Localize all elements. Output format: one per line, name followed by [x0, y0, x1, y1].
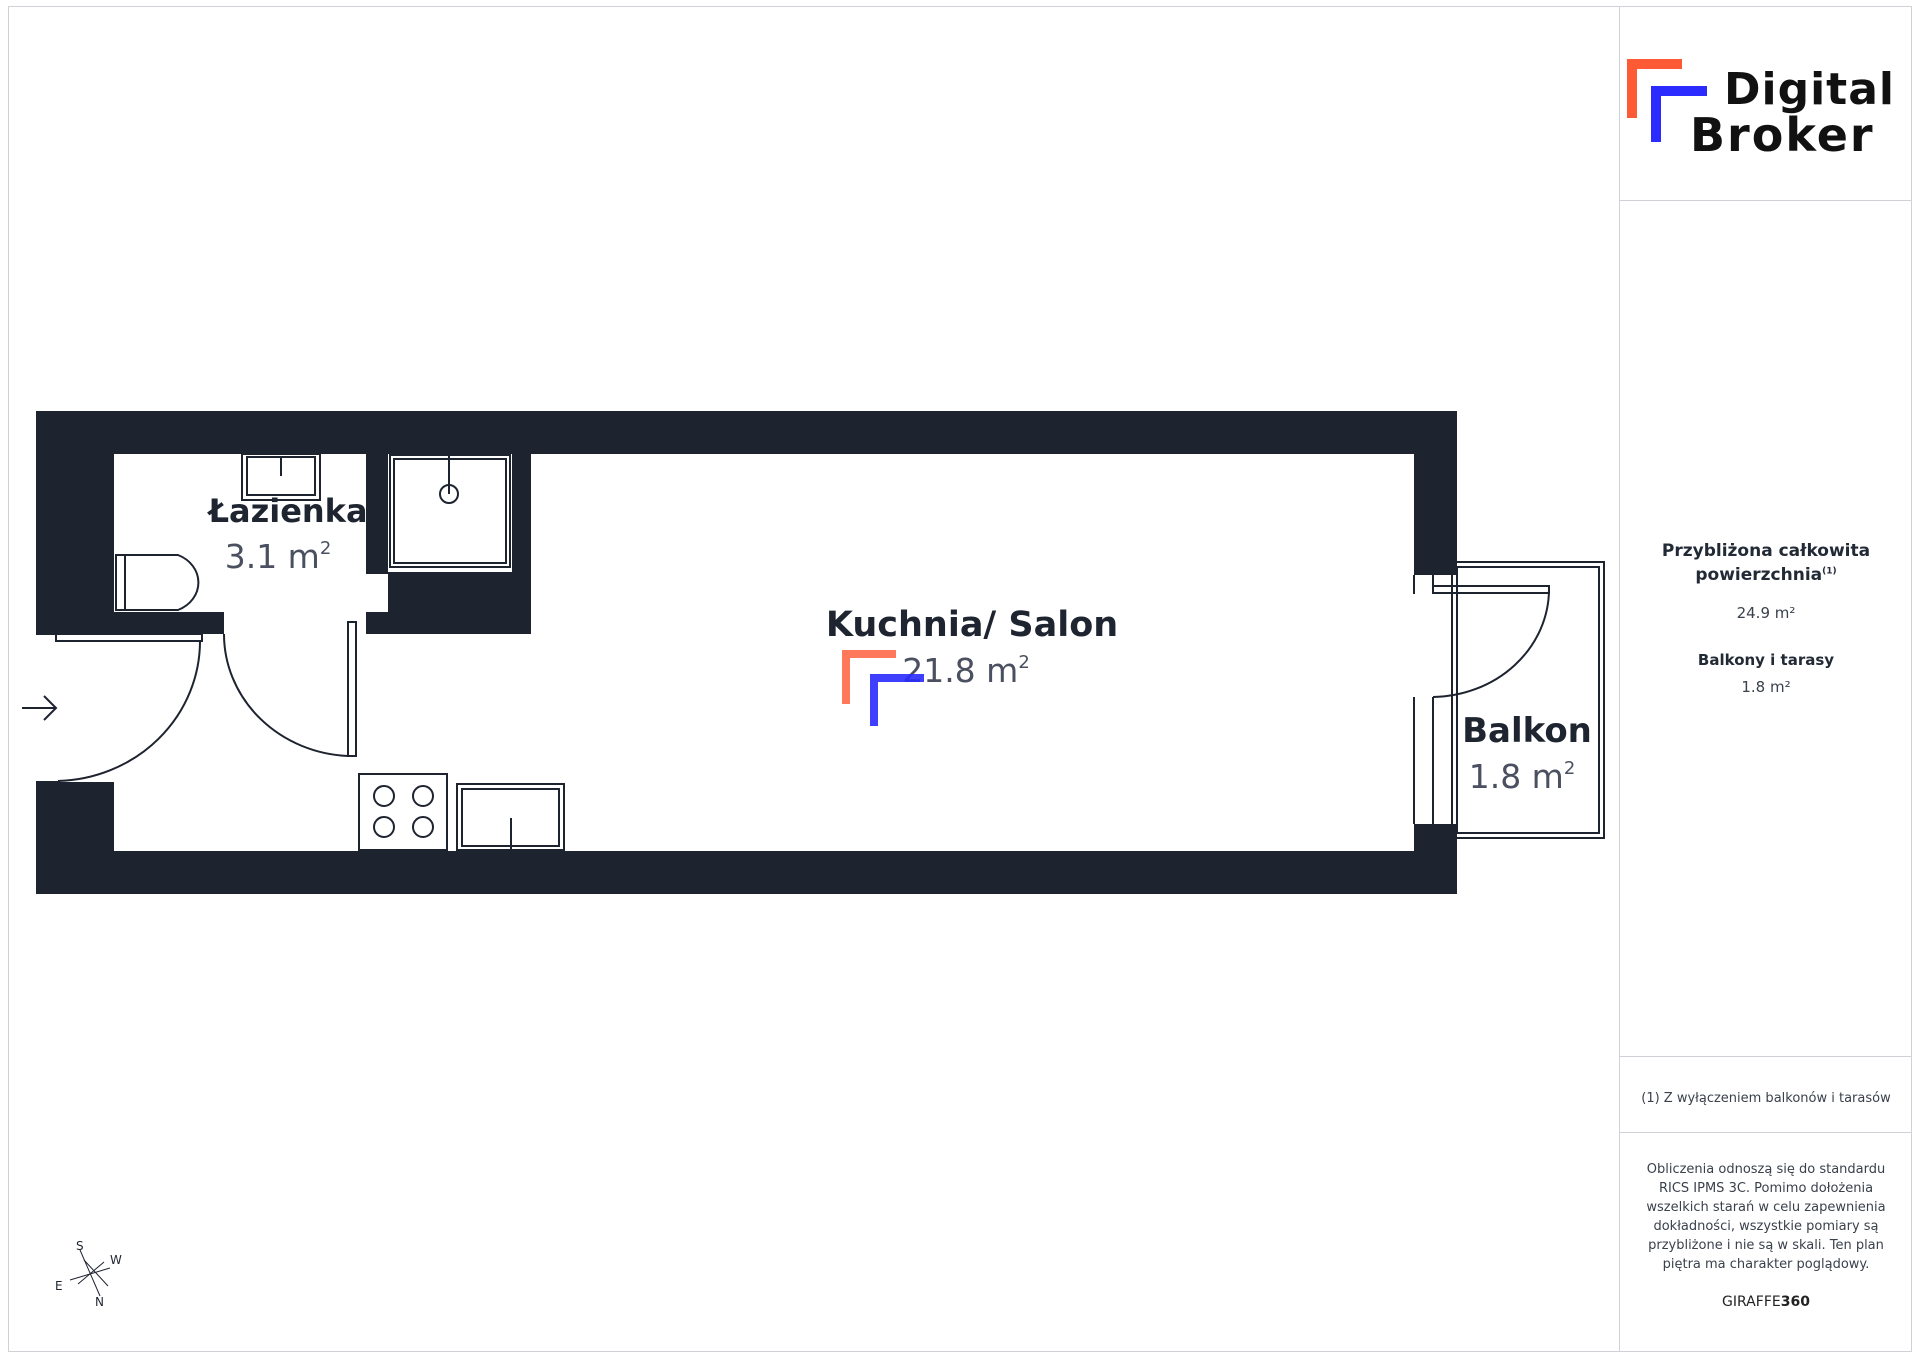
- cooktop: [358, 773, 448, 851]
- burner-icon: [373, 785, 395, 807]
- disclaimer-line: przybliżone i nie są w skali. Ten plan: [1648, 1238, 1884, 1253]
- compass-e: E: [55, 1279, 63, 1293]
- room-balcony-name: Balkon: [1462, 711, 1592, 751]
- entry-door-swing: [57, 640, 201, 782]
- room-bathroom-name: Łazienka: [206, 492, 367, 530]
- compass-w: W: [110, 1253, 122, 1267]
- compass-icon: S W E N: [55, 1239, 122, 1309]
- logo-word-digital: Digital: [1724, 64, 1895, 115]
- kitchen-fixtures: [358, 773, 565, 851]
- brand-footer: GIRAFFE360: [1620, 1294, 1912, 1310]
- wall-left-lower: [36, 782, 114, 894]
- balcony-door-leaf: [1432, 585, 1550, 594]
- logo-mark-icon: [1627, 59, 1707, 142]
- burner-icon: [373, 816, 395, 838]
- door-swing: [222, 633, 349, 757]
- footnote-text: (1) Z wyłączeniem balkonów i tarasów: [1641, 1091, 1891, 1106]
- bathroom-door: [222, 621, 357, 757]
- wall-bottom: [36, 851, 1457, 894]
- balcony-rail-outer: [1451, 561, 1605, 839]
- wall-right-lower: [1414, 824, 1457, 894]
- compass-n: N: [95, 1295, 104, 1309]
- total-label-line2: powierzchnia(1): [1695, 565, 1837, 585]
- radiator: [80, 475, 114, 547]
- room-balcony-area: 1.8 m2: [1469, 757, 1576, 796]
- balcony-outline: [1413, 561, 1605, 839]
- balconies-label: Balkony i tarasy: [1697, 651, 1835, 669]
- wall-top: [36, 411, 1457, 454]
- divider: [1620, 200, 1912, 201]
- entry-door-leaf: [55, 633, 203, 642]
- room-living-area: 21.8 m2: [902, 651, 1030, 690]
- wall-gap: [366, 574, 388, 612]
- total-label-line1: Przybliżona całkowita: [1661, 541, 1871, 561]
- entry-arrow-icon: [22, 695, 58, 721]
- wall-right-upper: [1414, 411, 1457, 575]
- brand-footer-part1: GIRAFFE: [1722, 1294, 1781, 1310]
- disclaimer-line: Obliczenia odnoszą się do standardu: [1646, 1162, 1886, 1177]
- shower-drain-icon: [439, 484, 459, 504]
- watermark-logo: [842, 650, 924, 726]
- burner-icon: [412, 785, 434, 807]
- total-label: Przybliżona całkowita powierzchnia(1): [1620, 541, 1912, 585]
- balcony-rail-inner: [1456, 566, 1600, 834]
- disclaimer: Obliczenia odnoszą się do standardu RICS…: [1620, 1160, 1912, 1274]
- toilet-icon: [115, 554, 200, 611]
- divider: [1620, 1056, 1912, 1057]
- disclaimer-line: dokładności, wszystkie pomiary są: [1653, 1219, 1879, 1234]
- divider: [1620, 1132, 1912, 1133]
- disclaimer-line: piętra ma charakter poglądowy.: [1662, 1257, 1870, 1272]
- burner-icon: [412, 816, 434, 838]
- balcony-door-swing: [1432, 589, 1550, 698]
- logo: Digital Broker: [1620, 46, 1913, 166]
- footnote-mark: (1): [1822, 566, 1837, 577]
- walls: [36, 411, 1457, 894]
- door-leaf: [347, 621, 357, 757]
- sink: [241, 453, 321, 501]
- compass-s: S: [76, 1239, 84, 1253]
- info-panel: Digital Broker Przybliżona całkowita pow…: [1619, 6, 1912, 1352]
- disclaimer-line: RICS IPMS 3C. Pomimo dołożenia: [1658, 1181, 1874, 1196]
- wall-bathroom-bottom-left: [114, 612, 224, 634]
- balconies-value: 1.8 m²: [1741, 678, 1791, 696]
- disclaimer-line: wszelkich starań w celu zapewnienia: [1646, 1200, 1886, 1215]
- floor-plan: Łazienka 3.1 m2 Kuchnia/ Salon 21.8 m2 B…: [22, 411, 1605, 1309]
- room-living-name: Kuchnia/ Salon: [826, 605, 1118, 645]
- room-bathroom-area: 3.1 m2: [225, 537, 332, 576]
- total-value: 24.9 m²: [1736, 604, 1796, 622]
- logo-word-broker: Broker: [1690, 108, 1875, 162]
- bathroom-fixtures: [115, 453, 511, 611]
- page-frame: [8, 6, 1912, 1352]
- entry-door: [36, 633, 203, 783]
- brand-footer-part2: 360: [1780, 1294, 1810, 1310]
